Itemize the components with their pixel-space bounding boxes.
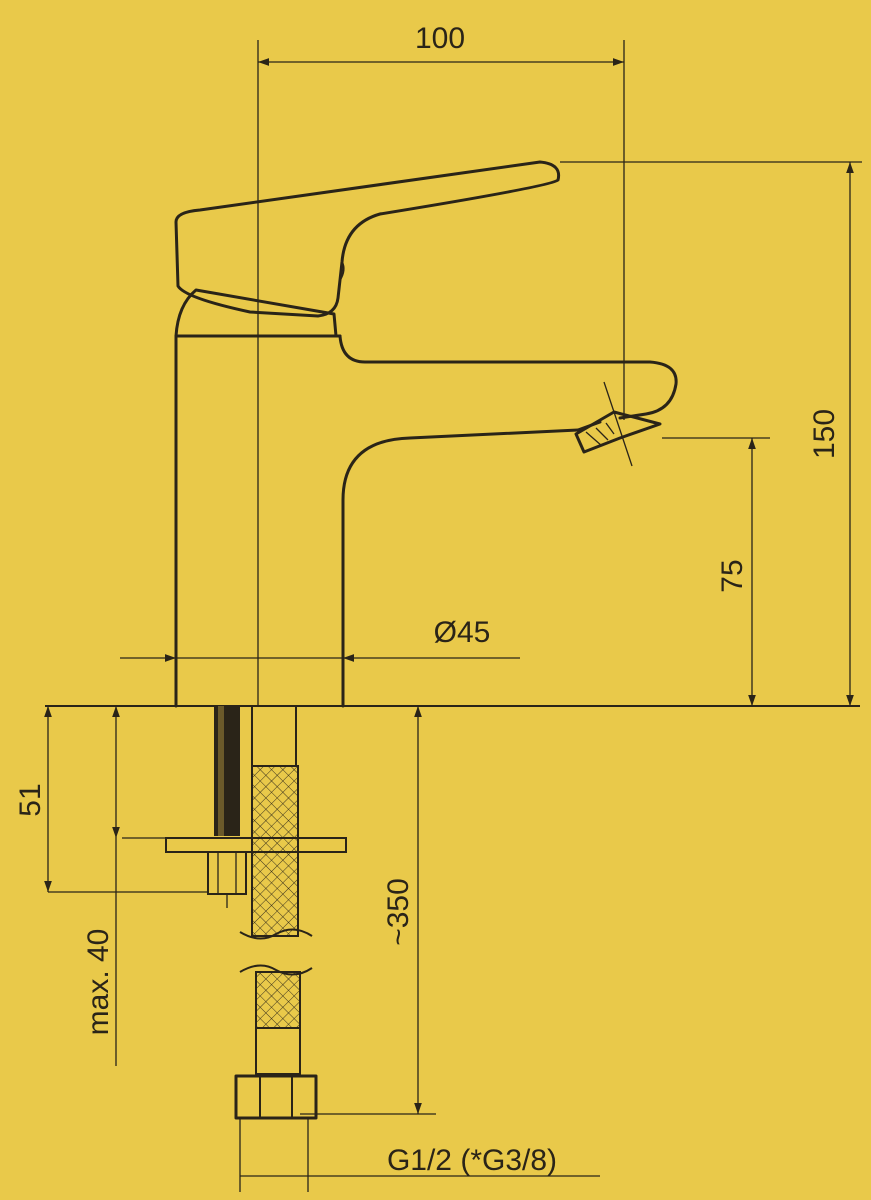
dim-height-label: 150	[808, 409, 841, 459]
dim-width-label: 100	[415, 22, 465, 55]
dimension-lines	[44, 40, 862, 1192]
dim-below-deck-label: 51	[14, 783, 47, 816]
dim-diameter-label: Ø45	[434, 616, 491, 649]
supply-hose	[234, 705, 318, 1120]
dim-max-thickness-label: max. 40	[82, 929, 115, 1036]
dim-spout-height-label: 75	[716, 559, 749, 592]
faucet-body	[45, 160, 860, 708]
dim-thread-label: G1/2 (*G3/8)	[387, 1144, 557, 1177]
dim-hose-length-label: ~350	[382, 878, 415, 946]
